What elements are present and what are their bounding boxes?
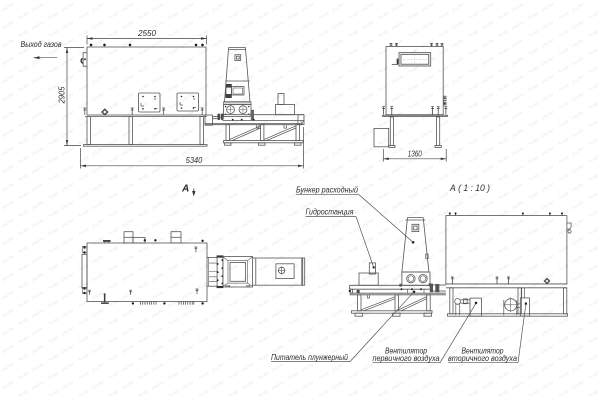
svg-text:2905: 2905 — [58, 86, 67, 104]
svg-text:вторичного воздуха: вторичного воздуха — [448, 354, 518, 363]
svg-text:5340: 5340 — [186, 156, 203, 165]
svg-text:Гидростанция: Гидростанция — [306, 207, 355, 216]
svg-text:Выход газов: Выход газов — [21, 40, 62, 49]
svg-text:Вентилятор: Вентилятор — [462, 347, 505, 356]
svg-text:А: А — [181, 184, 189, 195]
svg-text:2550: 2550 — [137, 29, 157, 38]
svg-text:А ( 1 : 10 ): А ( 1 : 10 ) — [449, 183, 490, 193]
svg-text:1360: 1360 — [408, 149, 422, 158]
svg-text:Вентилятор: Вентилятор — [385, 347, 428, 356]
svg-text:Питатель плунжерный: Питатель плунжерный — [271, 353, 348, 362]
svg-text:первичного воздуха: первичного воздуха — [373, 354, 441, 363]
svg-text:Бункер расходный: Бункер расходный — [296, 186, 358, 195]
